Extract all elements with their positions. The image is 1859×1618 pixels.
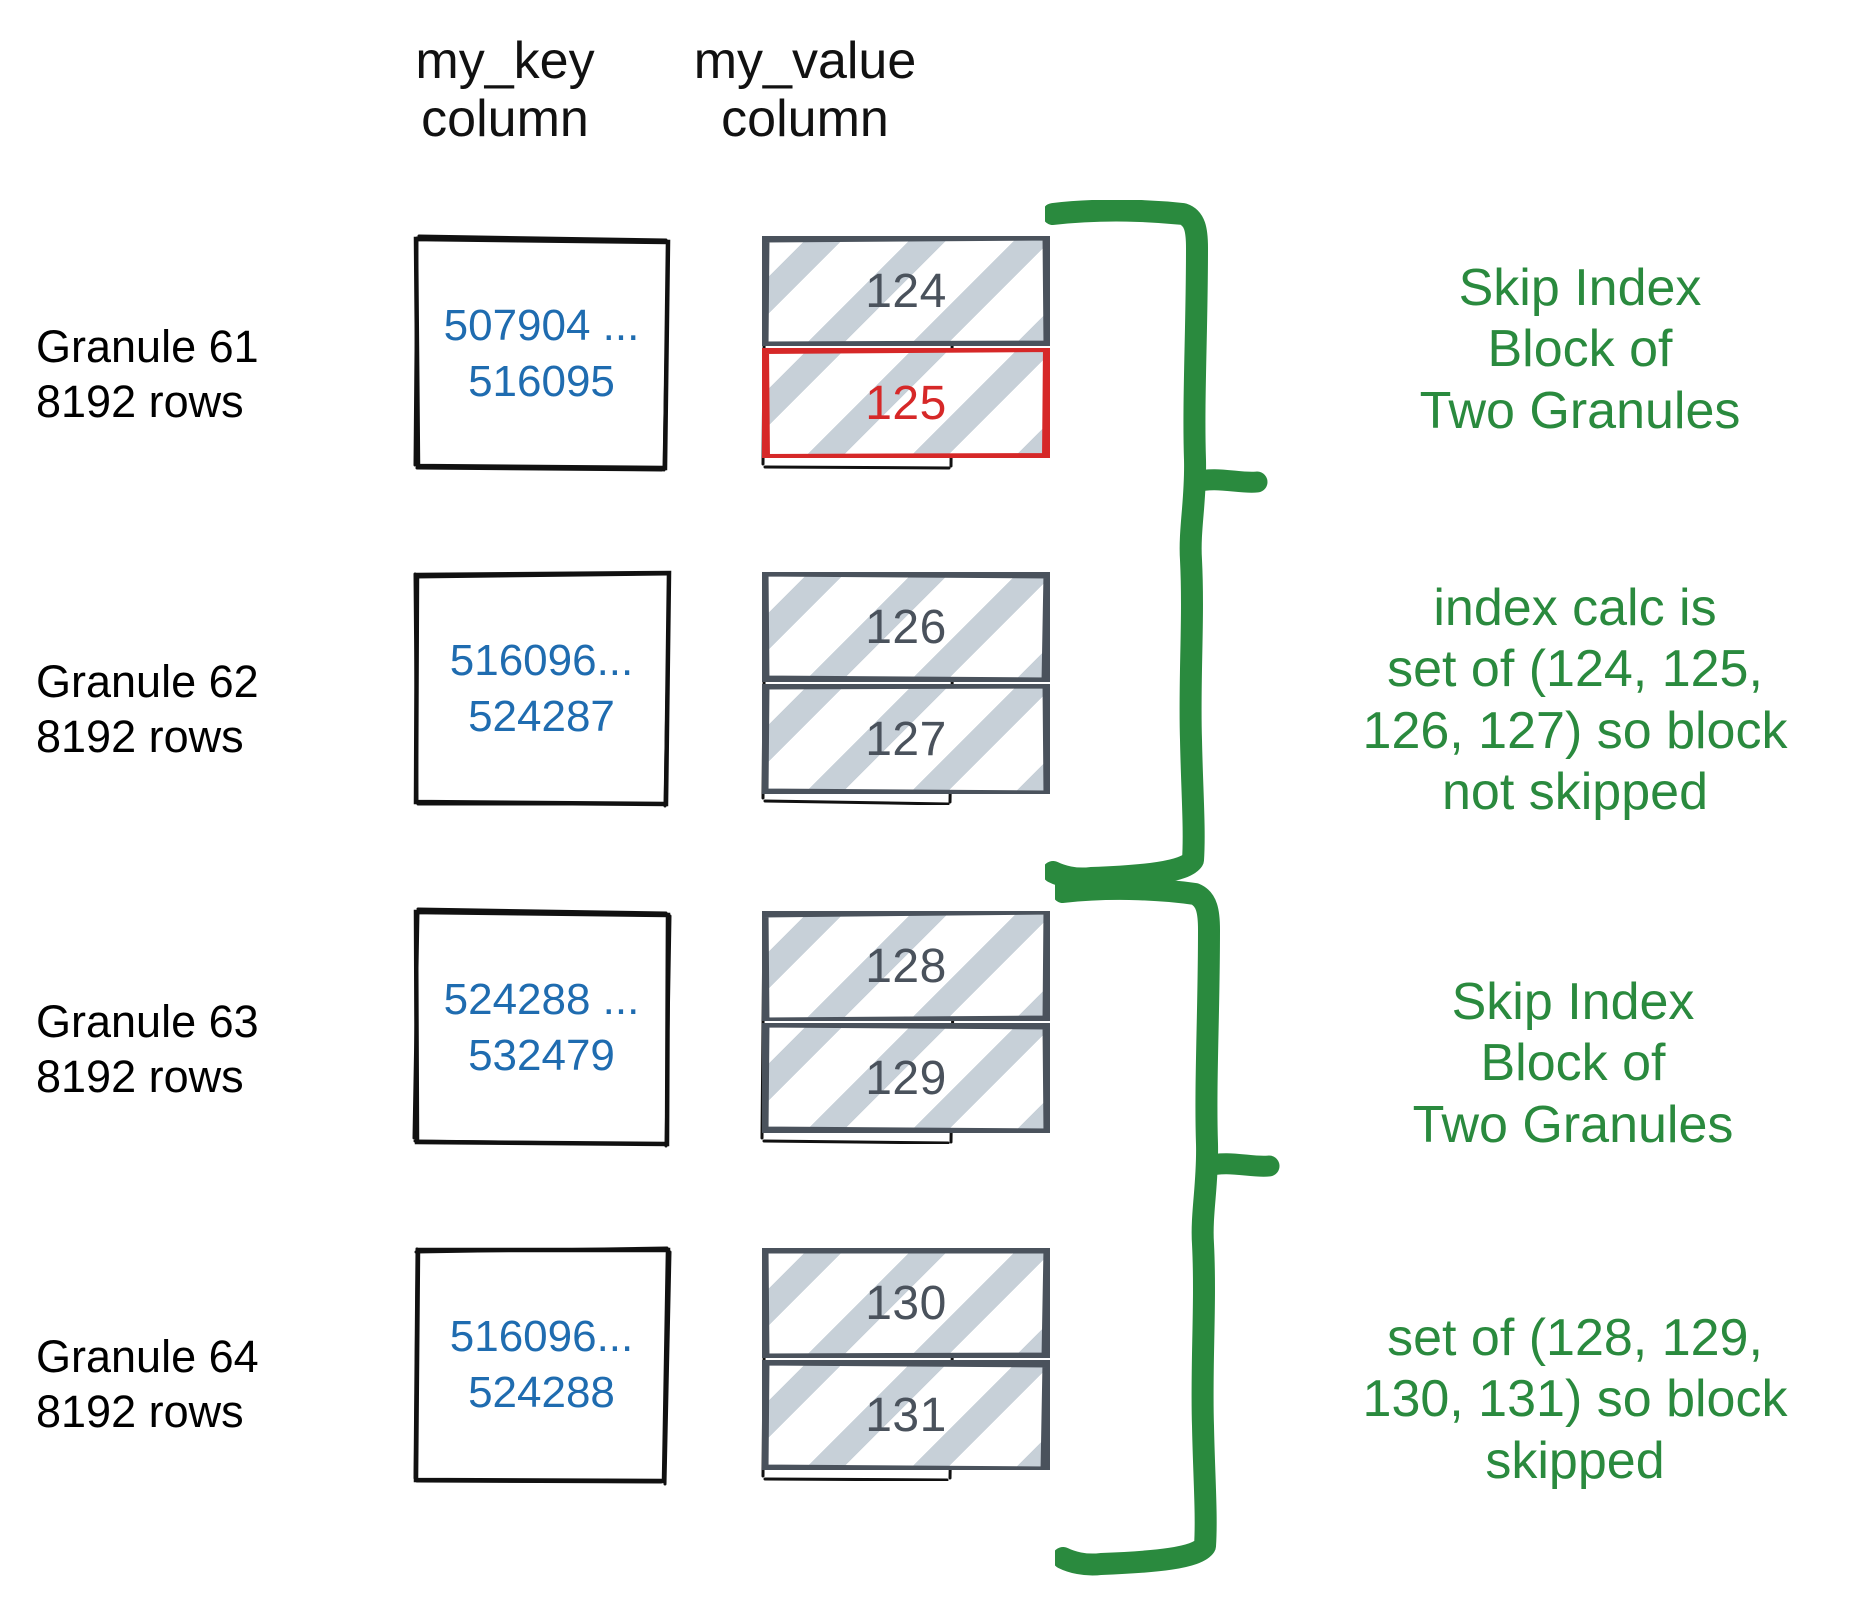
value-text: 128 [865, 939, 947, 993]
column-header-my-value: my_value column [693, 32, 917, 149]
key-box-granule-61: 507904 ... 516095 [413, 234, 671, 472]
value-text: 129 [865, 1051, 947, 1105]
value-text: 130 [865, 1276, 947, 1330]
value-text: 131 [865, 1388, 947, 1442]
value-text: 127 [865, 712, 947, 766]
annotation-index-calc-skipped: set of (128, 129, 130, 131) so block ski… [1362, 1309, 1788, 1490]
value-cell-125-highlighted: 125 [762, 348, 1050, 458]
value-cell-129: 129 [762, 1023, 1050, 1133]
key-range-text: 524288 ... 532479 [443, 974, 640, 1080]
granule-label-61: Granule 61 8192 rows [36, 321, 259, 427]
value-cell-126: 126 [762, 572, 1050, 682]
key-range-text: 516096... 524287 [449, 635, 634, 741]
granule-label-62: Granule 62 8192 rows [36, 656, 259, 762]
value-cell-131: 131 [762, 1360, 1050, 1470]
granule-label-63: Granule 63 8192 rows [36, 996, 259, 1102]
key-box-granule-63: 524288 ... 532479 [412, 907, 672, 1148]
value-cell-124: 124 [762, 236, 1050, 346]
value-text: 124 [865, 264, 947, 318]
granule-label-64: Granule 64 8192 rows [36, 1331, 259, 1437]
key-range-text: 516096... 524288 [449, 1311, 634, 1417]
value-cell-127: 127 [762, 684, 1050, 794]
column-header-my-key: my_key column [415, 32, 595, 149]
value-cell-128: 128 [762, 911, 1050, 1021]
annotation-index-calc-not-skipped: index calc is set of (124, 125, 126, 127… [1362, 579, 1788, 822]
annotation-skip-index-block-upper: Skip Index Block of Two Granules [1419, 259, 1741, 440]
value-text: 126 [865, 600, 947, 654]
key-box-granule-64: 516096... 524288 [413, 1246, 672, 1486]
key-box-granule-62: 516096... 524287 [413, 570, 672, 808]
annotation-skip-index-block-lower: Skip Index Block of Two Granules [1412, 973, 1734, 1154]
value-text: 125 [865, 376, 947, 430]
value-cell-130: 130 [762, 1248, 1050, 1358]
key-range-text: 507904 ... 516095 [443, 300, 640, 406]
